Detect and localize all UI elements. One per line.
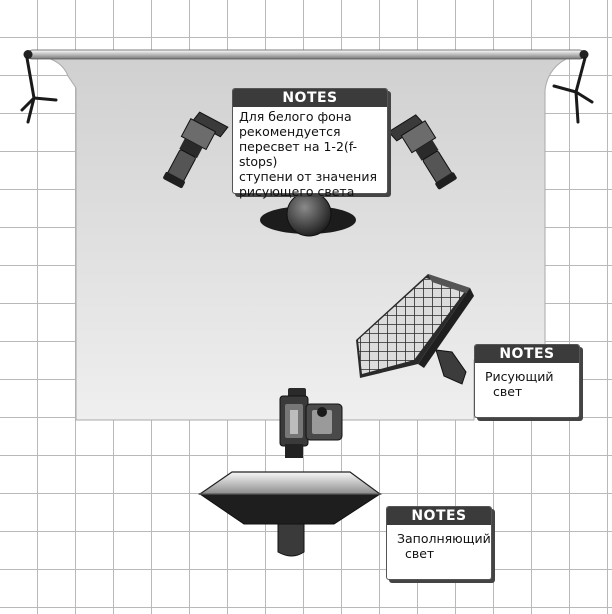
note-text: Рисующий свет	[475, 363, 579, 405]
note-line: ступени от значения	[239, 169, 377, 184]
note-text: Заполняющий свет	[387, 525, 491, 567]
note-title: NOTES	[475, 345, 579, 363]
note-background-light: NOTES Для белого фона рекомендуется пере…	[232, 88, 388, 199]
key-light-softbox-icon	[356, 274, 474, 385]
note-line: Заполняющий	[397, 531, 491, 546]
note-title: NOTES	[233, 89, 387, 107]
note-line: свет	[493, 384, 523, 399]
right-background-light-icon	[387, 114, 457, 190]
note-line: Для белого фона	[239, 109, 352, 124]
note-text: Для белого фона рекомендуется пересвет н…	[233, 107, 387, 201]
left-backdrop-stand	[20, 56, 58, 124]
note-title: NOTES	[387, 507, 491, 525]
note-line: Рисующий	[485, 369, 554, 384]
camera-icon	[279, 388, 343, 458]
left-background-light-icon	[163, 111, 229, 189]
note-line: рисующего света	[239, 184, 355, 199]
subject-person-icon	[260, 191, 356, 237]
right-backdrop-stand	[552, 56, 594, 124]
fill-light-octobox-icon	[198, 471, 382, 557]
note-line: свет	[405, 546, 435, 561]
note-line: рекомендуется	[239, 124, 341, 139]
note-key-light: NOTES Рисующий свет	[474, 344, 580, 418]
note-fill-light: NOTES Заполняющий свет	[386, 506, 492, 580]
note-line: пересвет на 1-2(f-stops)	[239, 139, 357, 169]
backdrop-crossbar	[23, 49, 589, 60]
